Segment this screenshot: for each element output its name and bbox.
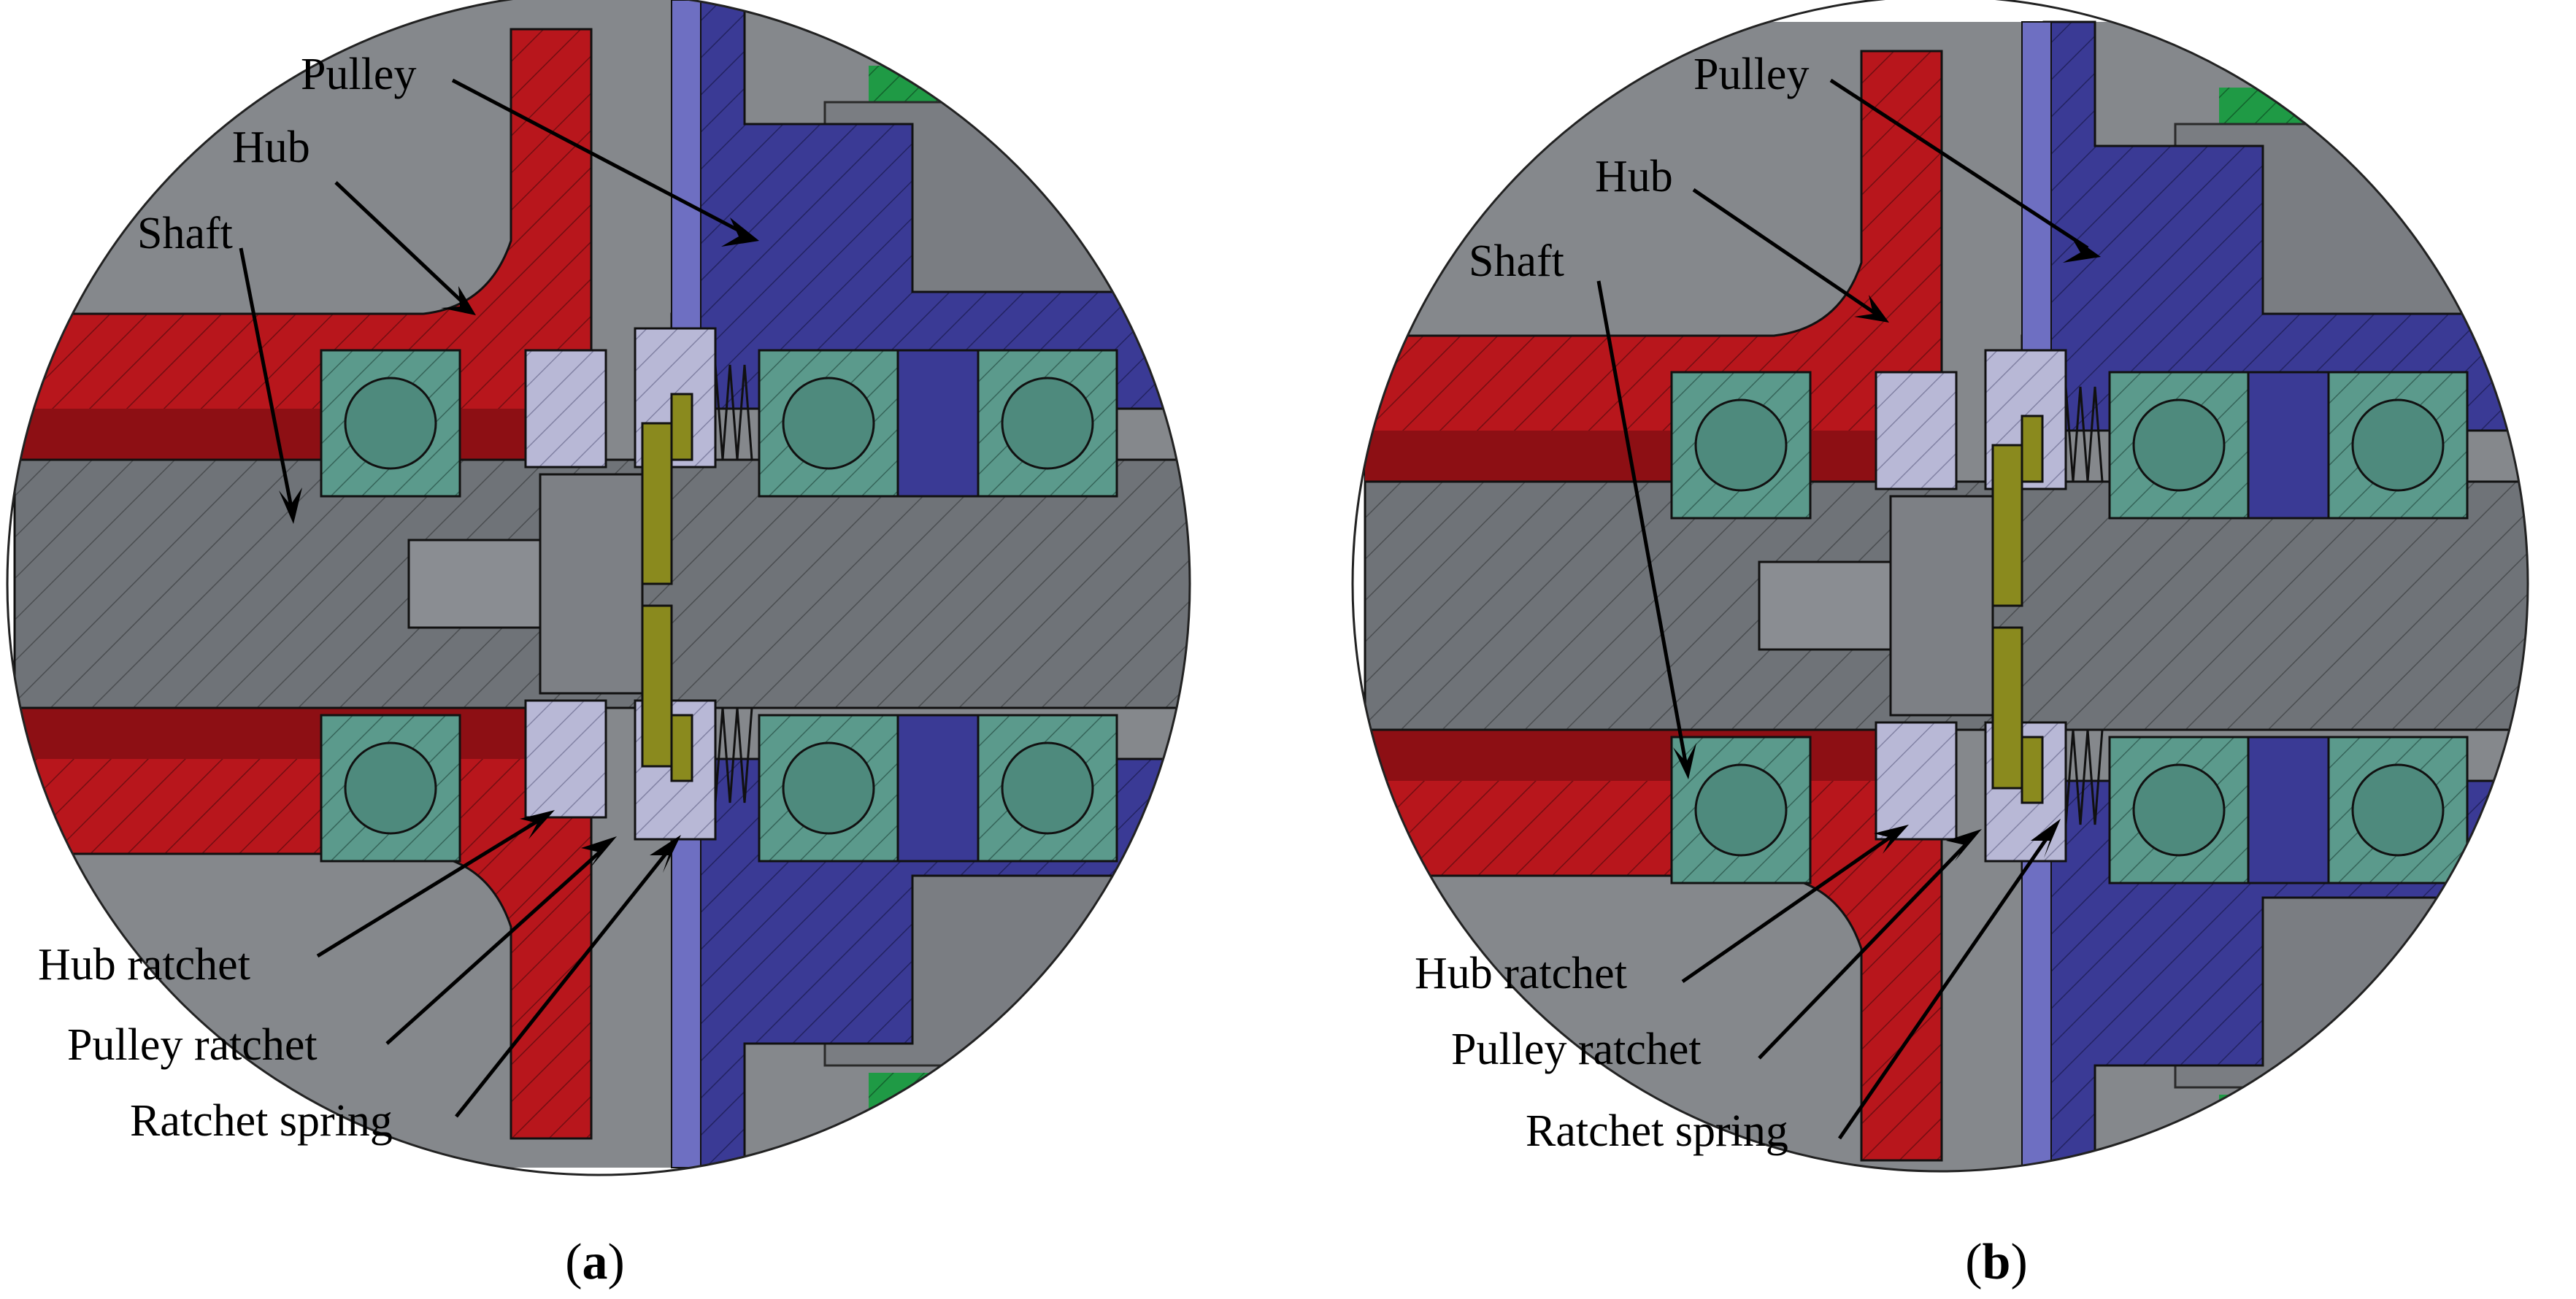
panel-a-label-pulley: Pulley xyxy=(301,50,416,99)
panel-b-drawing xyxy=(1365,22,2576,1190)
panel-a-caption: (a) xyxy=(565,1234,625,1290)
panel-a-label-ratchet-spring: Ratchet spring xyxy=(130,1096,393,1146)
panel-b-label-ratchet-spring: Ratchet spring xyxy=(1526,1106,1788,1156)
panel-a-label-shaft: Shaft xyxy=(137,209,233,258)
panel-b-label-hub: Hub xyxy=(1595,152,1673,201)
panel-b-label-hub-ratchet: Hub ratchet xyxy=(1415,949,1627,998)
panel-a-arrowheads xyxy=(279,217,759,873)
panel-b-label-shaft: Shaft xyxy=(1469,236,1564,286)
panel-b-label-pulley-ratchet: Pulley ratchet xyxy=(1451,1025,1702,1074)
panel-b-arrowheads xyxy=(1673,235,2101,861)
panel-b-label-pulley: Pulley xyxy=(1693,50,1809,99)
panel-b-outline xyxy=(1351,0,2529,1173)
panel-a-outline xyxy=(6,0,1191,1176)
panel-b-leaders xyxy=(1596,78,2089,1140)
panel-a-label-hub: Hub xyxy=(232,123,310,172)
panel-a-label-pulley-ratchet: Pulley ratchet xyxy=(67,1020,318,1070)
panel-a-leaders xyxy=(239,78,746,1118)
panel-b-caption: (b) xyxy=(1965,1234,2028,1290)
panel-a-label-hub-ratchet: Hub ratchet xyxy=(38,940,250,990)
